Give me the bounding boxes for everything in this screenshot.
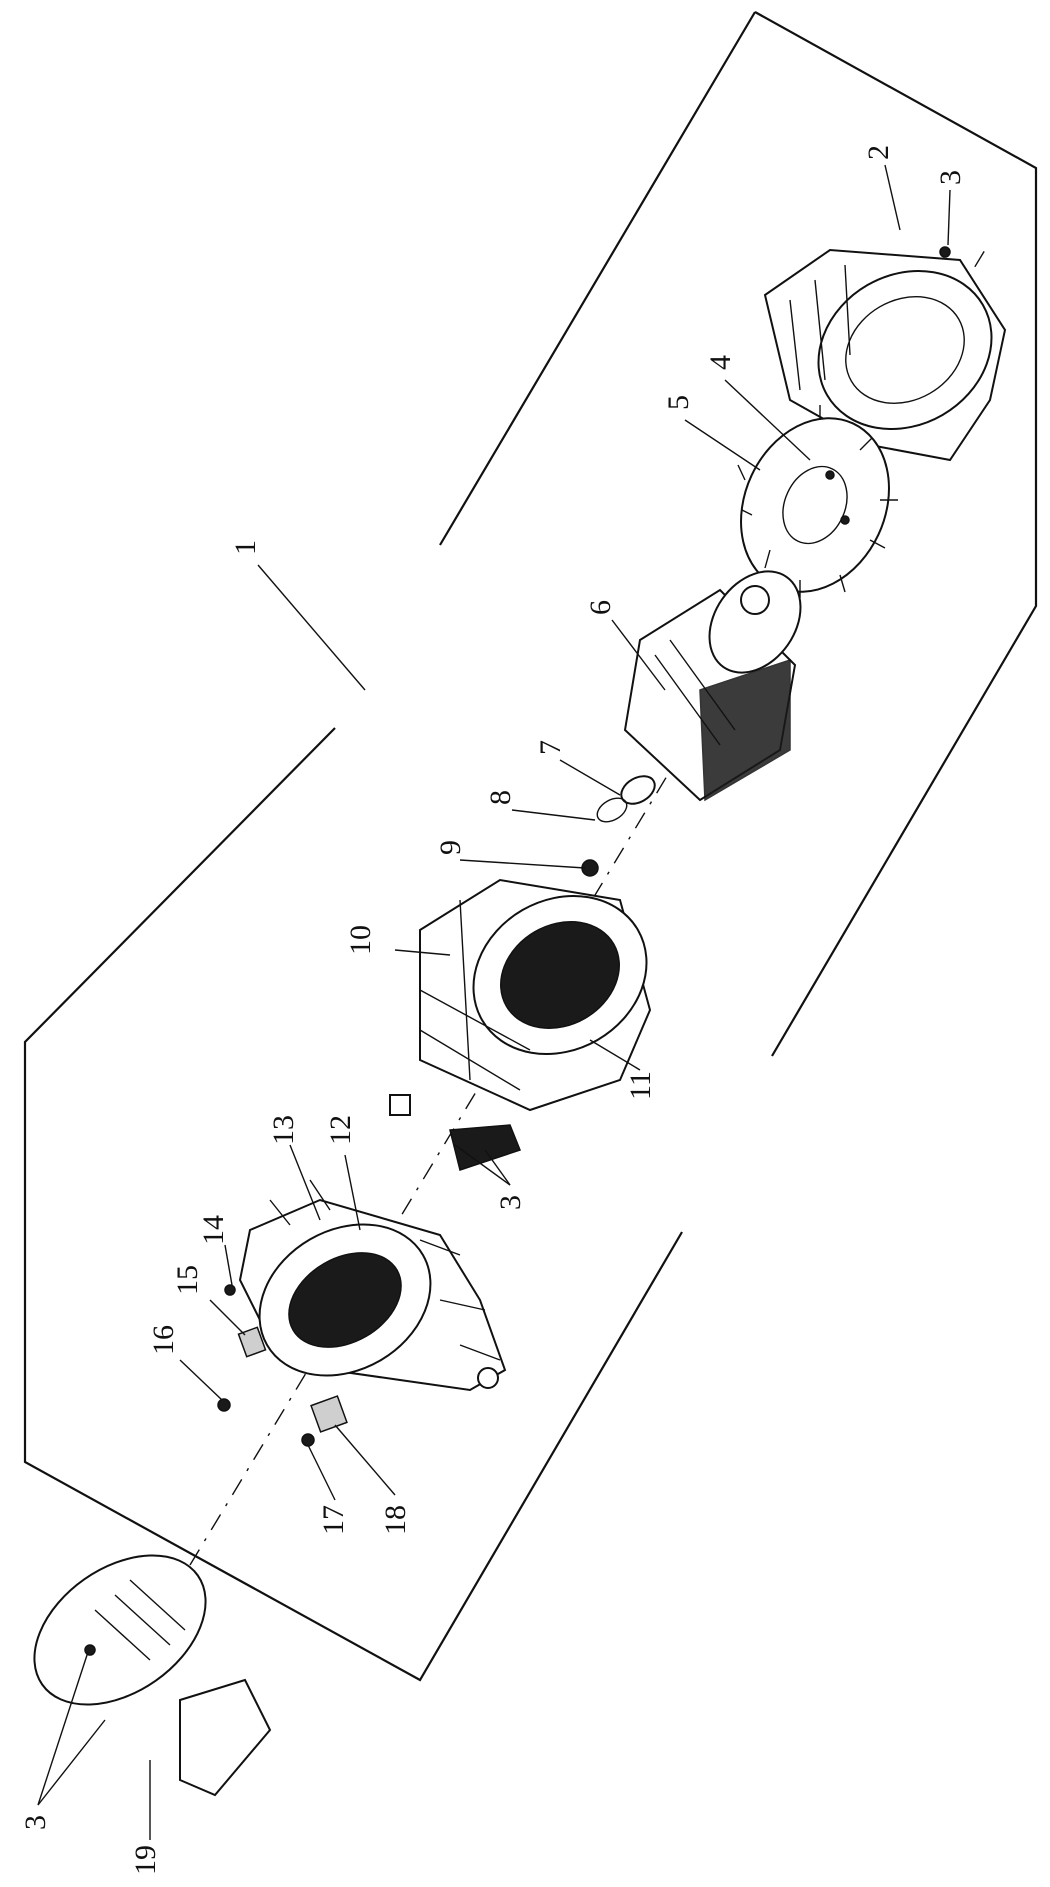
label-3-bottom: 3 bbox=[19, 1815, 52, 1830]
label-8: 8 bbox=[484, 790, 517, 805]
label-18: 18 bbox=[379, 1505, 412, 1535]
label-19: 19 bbox=[129, 1845, 162, 1875]
stator-part bbox=[389, 878, 652, 1171]
label-14: 14 bbox=[197, 1215, 230, 1245]
leader-lines bbox=[37, 164, 951, 1840]
label-3-top: 3 bbox=[934, 170, 967, 185]
part-labels: 1 2 3 4 5 6 7 8 9 10 11 12 13 14 15 16 1… bbox=[19, 145, 967, 1875]
label-1: 1 bbox=[229, 540, 262, 555]
label-2: 2 bbox=[862, 145, 895, 160]
label-11: 11 bbox=[624, 1071, 657, 1100]
label-5: 5 bbox=[662, 395, 695, 410]
end-cover-part bbox=[33, 1554, 272, 1797]
label-3-middle: 3 bbox=[494, 1195, 527, 1210]
label-9: 9 bbox=[434, 840, 467, 855]
label-16: 16 bbox=[147, 1325, 180, 1355]
front-housing-part bbox=[238, 1179, 507, 1392]
label-7: 7 bbox=[534, 740, 567, 755]
bearing-part bbox=[620, 775, 656, 805]
bolt-part bbox=[224, 1284, 236, 1296]
assembly-frame bbox=[23, 11, 1038, 1682]
label-15: 15 bbox=[171, 1265, 204, 1295]
label-10: 10 bbox=[344, 925, 377, 955]
label-12: 12 bbox=[324, 1115, 357, 1145]
label-17: 17 bbox=[317, 1505, 350, 1535]
cover-plate-part bbox=[310, 1395, 348, 1433]
fan-part bbox=[737, 405, 898, 598]
label-6: 6 bbox=[584, 600, 617, 615]
screw-part-2 bbox=[301, 1433, 315, 1447]
end-housing-part bbox=[763, 246, 1007, 462]
washer-part bbox=[596, 797, 628, 823]
label-13: 13 bbox=[267, 1115, 300, 1145]
screw-part bbox=[217, 1398, 231, 1412]
rotor-part bbox=[623, 570, 802, 802]
label-4: 4 bbox=[704, 355, 737, 370]
